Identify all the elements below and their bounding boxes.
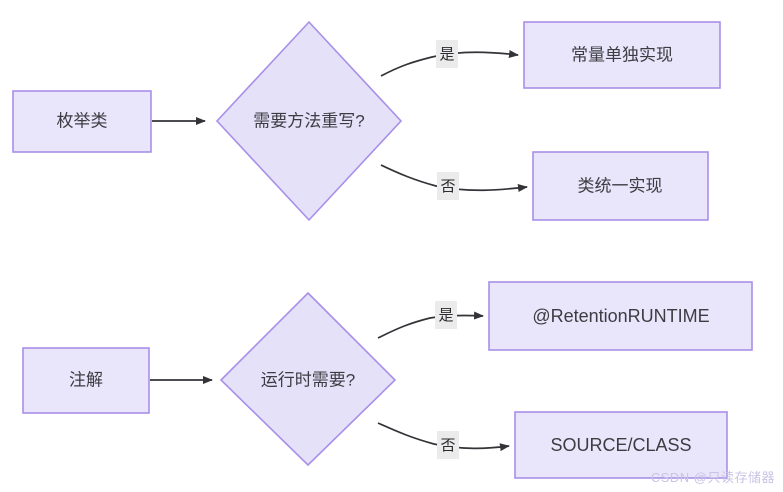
node-enum-no-target[interactable] bbox=[532, 151, 709, 221]
edge-label-annotation-no: 否 bbox=[440, 437, 455, 454]
edge-label-bg-annotation-no bbox=[437, 431, 459, 459]
edge-annotation-yes bbox=[377, 311, 484, 339]
flow-annotation: 注解 运行时需要? 是 否 @RetentionRUNTIME SOURCE/C… bbox=[22, 281, 753, 479]
node-annotation-no-target[interactable] bbox=[514, 411, 728, 479]
edge-label-bg-enum-no bbox=[437, 172, 459, 200]
node-annotation-start[interactable] bbox=[22, 347, 150, 414]
edge-label-bg-enum-yes bbox=[436, 40, 458, 68]
node-enum-decision[interactable] bbox=[215, 20, 403, 222]
node-annotation-yes-target[interactable] bbox=[488, 281, 753, 351]
node-annotation-decision[interactable] bbox=[219, 291, 397, 467]
node-enum-yes-target[interactable] bbox=[523, 21, 721, 89]
flow-enum: 枚举类 需要方法重写? 是 否 常量单独实现 类统一实现 bbox=[12, 20, 721, 222]
edge-annotation-no bbox=[377, 422, 510, 452]
edge-label-annotation-yes: 是 bbox=[438, 307, 453, 324]
edge-label-enum-yes: 是 bbox=[439, 46, 454, 63]
edge-enum-no bbox=[380, 164, 528, 192]
edge-enum-yes bbox=[380, 49, 519, 77]
edge-label-enum-no: 否 bbox=[440, 178, 455, 195]
node-enum-start[interactable] bbox=[12, 90, 152, 153]
edge-label-bg-annotation-yes bbox=[435, 301, 457, 329]
